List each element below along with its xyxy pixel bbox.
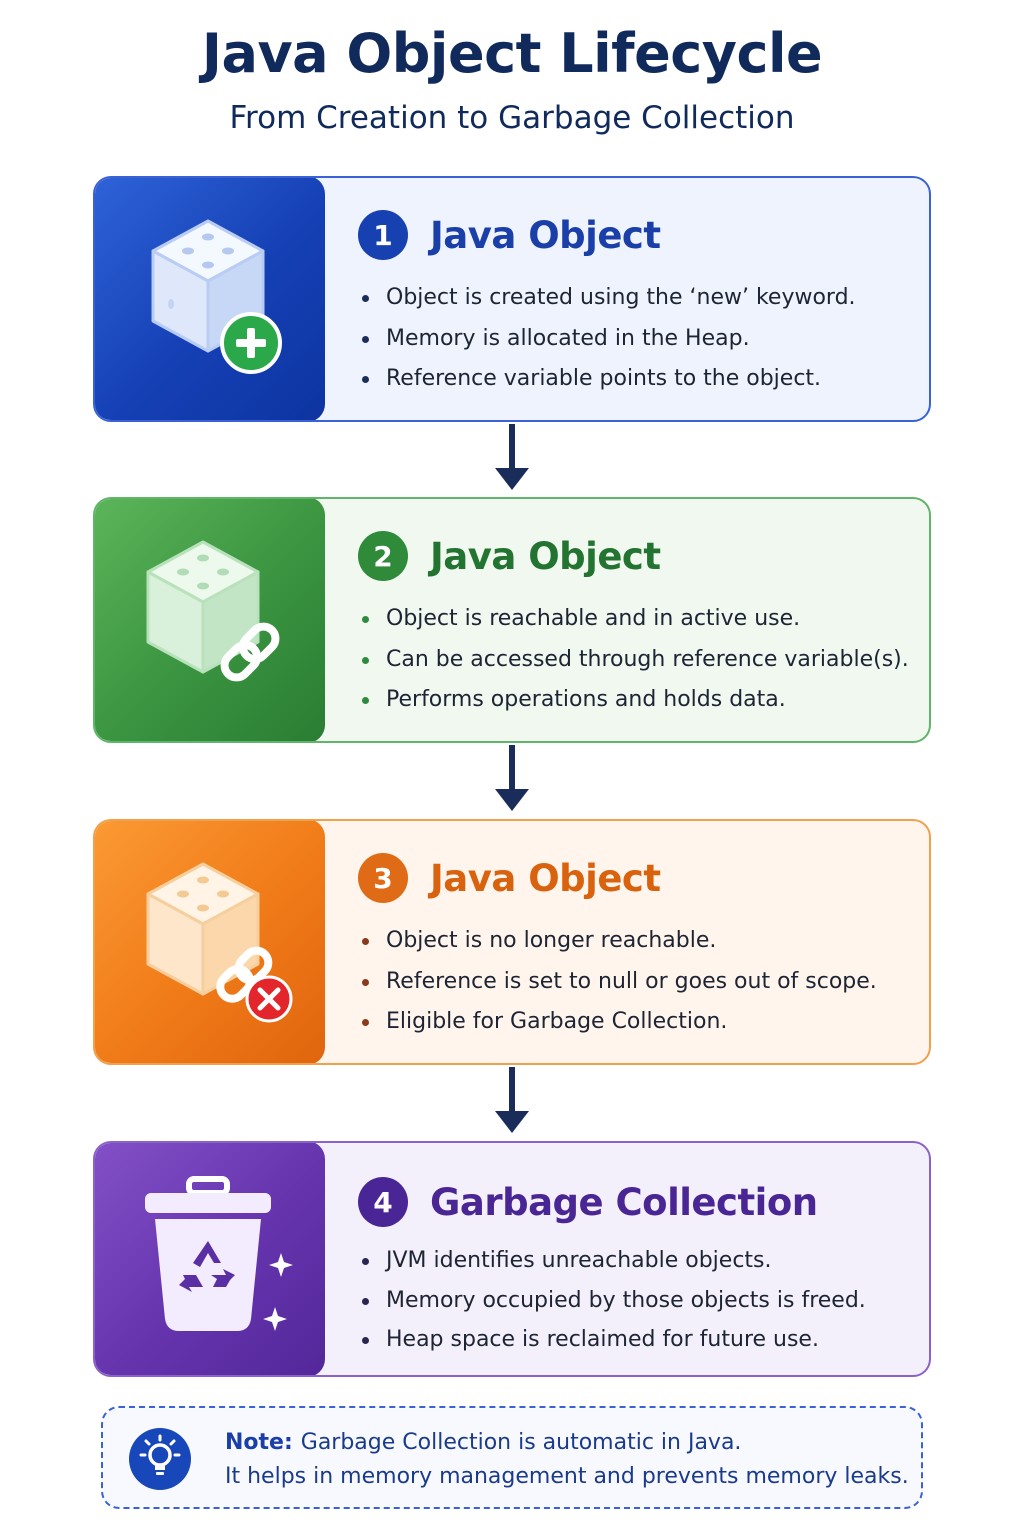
arrow-down-icon (495, 424, 529, 490)
bullet-item: Performs operations and holds data. (358, 680, 909, 721)
note-text: Garbage Collection is automatic in Java. (300, 1430, 742, 1455)
bullet-item: Can be accessed through reference variab… (358, 640, 909, 681)
stage-number-badge: 2 (358, 531, 408, 581)
arrow-down-icon (495, 745, 529, 811)
stage-title: Java Object (430, 213, 661, 257)
stage-card-garbage-collection: 4 Garbage Collection JVM identifies unre… (93, 1141, 931, 1377)
stage-title: Java Object (430, 856, 661, 900)
bullet-item: Eligible for Garbage Collection. (358, 1002, 877, 1043)
recycle-bin-icon (145, 1176, 293, 1331)
stage-title: Java Object (430, 534, 661, 578)
note-box: Note: Garbage Collection is automatic in … (101, 1406, 923, 1509)
page-subtitle: From Creation to Garbage Collection (229, 100, 795, 136)
stage-card-creation: 1 Java Object Object is created using th… (93, 176, 931, 422)
bullet-item: Object is reachable and in active use. (358, 599, 909, 640)
note-line-1: Note: Garbage Collection is automatic in … (225, 1430, 741, 1455)
stage-number-badge: 4 (358, 1177, 408, 1227)
page-title: Java Object Lifecycle (201, 22, 823, 85)
stage-icon-panel (95, 821, 325, 1063)
bullet-item: Object is created using the ‘new’ keywor… (358, 278, 856, 319)
note-label: Note: (225, 1430, 293, 1455)
cube-plus-icon (151, 219, 282, 374)
bullet-item: Memory is allocated in the Heap. (358, 319, 856, 360)
stage-number-badge: 1 (358, 210, 408, 260)
stage-bullet-list: JVM identifies unreachable objects. Memo… (358, 1241, 866, 1360)
cube-link-icon (146, 540, 280, 682)
cube-broken-link-icon (146, 862, 293, 1023)
stage-icon-panel (95, 1143, 325, 1375)
stage-bullet-list: Object is created using the ‘new’ keywor… (358, 278, 856, 400)
stage-bullet-list: Object is no longer reachable. Reference… (358, 921, 877, 1043)
stage-card-unreachable: 3 Java Object Object is no longer reacha… (93, 819, 931, 1065)
stage-number-badge: 3 (358, 853, 408, 903)
arrow-down-icon (495, 1067, 529, 1133)
bullet-item: Heap space is reclaimed for future use. (358, 1320, 866, 1360)
note-line-2: It helps in memory management and preven… (225, 1464, 909, 1489)
bullet-item: Memory occupied by those objects is free… (358, 1281, 866, 1321)
stage-title: Garbage Collection (430, 1180, 818, 1224)
lightbulb-icon (129, 1428, 191, 1490)
bullet-item: Reference is set to null or goes out of … (358, 962, 877, 1003)
bullet-item: Reference variable points to the object. (358, 359, 856, 400)
stage-bullet-list: Object is reachable and in active use. C… (358, 599, 909, 721)
stage-icon-panel (95, 499, 325, 741)
bullet-item: Object is no longer reachable. (358, 921, 877, 962)
bullet-item: JVM identifies unreachable objects. (358, 1241, 866, 1281)
stage-card-in-use: 2 Java Object Object is reachable and in… (93, 497, 931, 743)
stage-icon-panel (95, 178, 325, 420)
